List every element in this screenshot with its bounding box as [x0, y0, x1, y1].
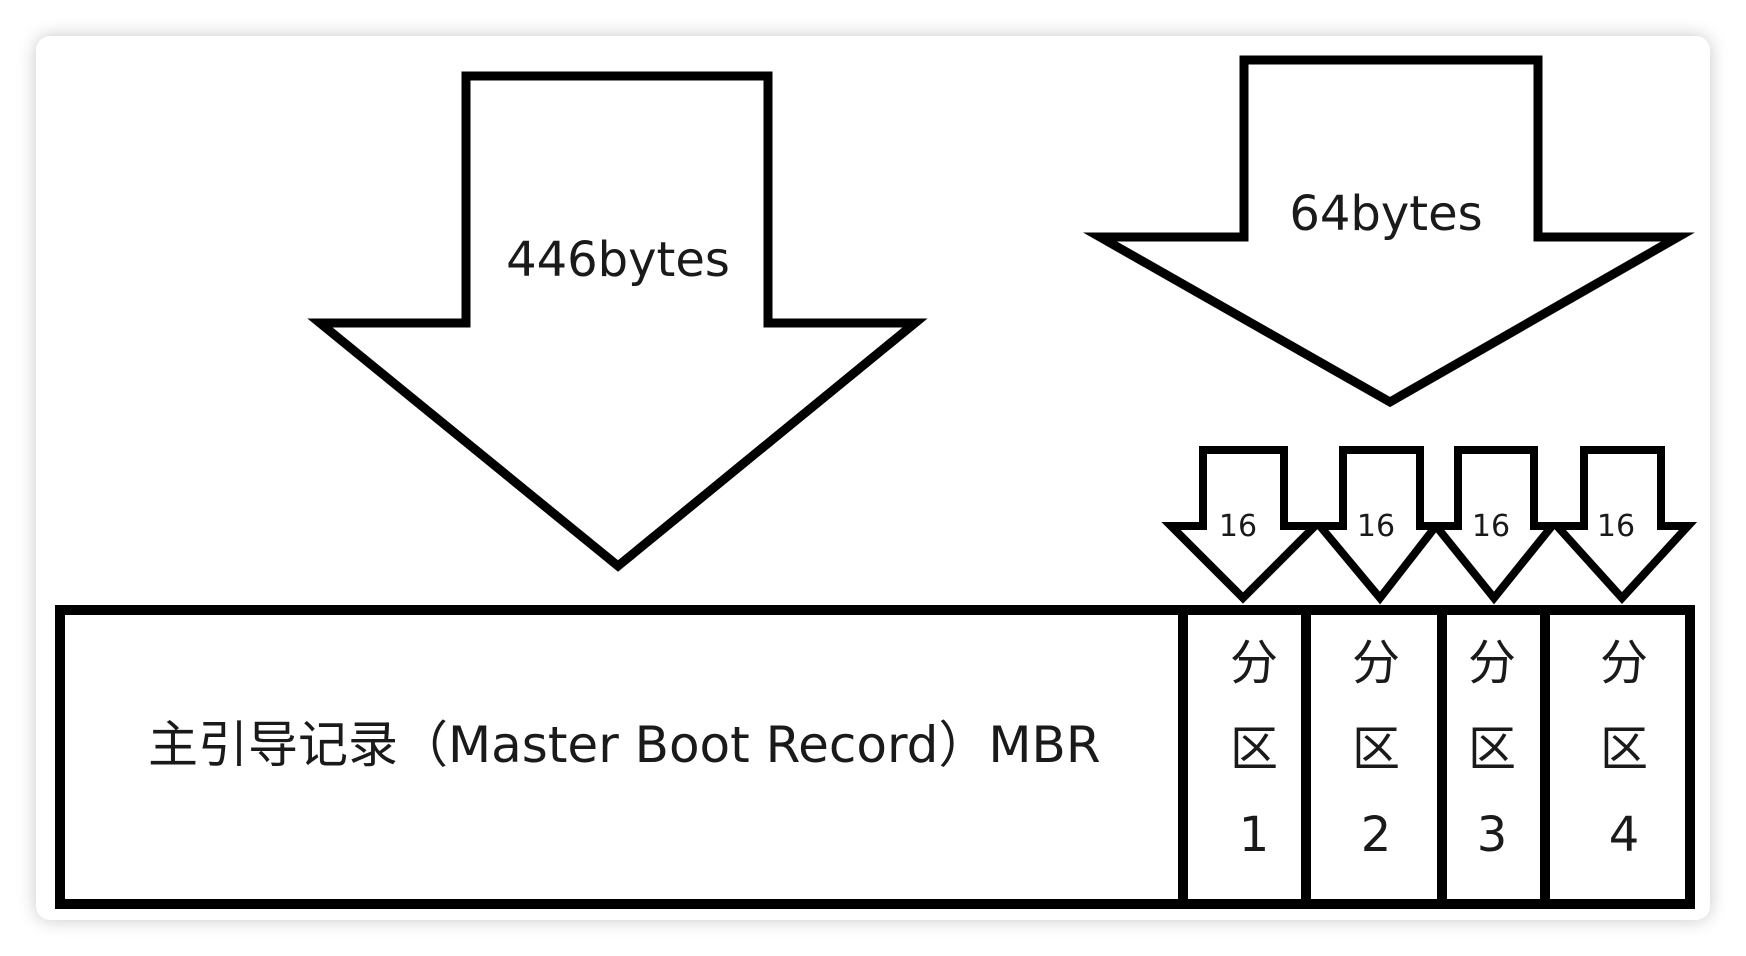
partition-2-char2: 区 [1352, 721, 1401, 777]
small-arrow-3-label: 16 [1472, 509, 1510, 544]
partition-2-number: 2 [1360, 807, 1392, 863]
partition-1-char2: 区 [1230, 721, 1279, 777]
small-arrow-2-label: 16 [1357, 509, 1395, 544]
partition-4-number: 4 [1608, 807, 1640, 863]
partition-4-char2: 区 [1600, 721, 1649, 777]
arrow-446-shape [307, 71, 928, 572]
arrow-64-label: 64bytes [1289, 186, 1482, 242]
partition-1-number: 1 [1238, 807, 1270, 863]
partition-3-char1: 分 [1468, 635, 1517, 691]
small-arrow-4 [1548, 446, 1698, 604]
small-arrow-2 [1311, 446, 1445, 605]
partition-3-number: 3 [1476, 807, 1508, 863]
arrow-446-label: 446bytes [506, 232, 730, 288]
small-arrow-4-label: 16 [1597, 509, 1635, 544]
mbr-bar [55, 605, 1695, 909]
partition-4: 分 区 4 [1600, 620, 1648, 870]
partition-2-char1: 分 [1352, 635, 1401, 691]
small-arrow-3 [1427, 446, 1561, 605]
partition-3-char2: 区 [1468, 721, 1517, 777]
small-arrow-1-label: 16 [1219, 509, 1257, 544]
arrow-64-shape [1082, 55, 1695, 408]
mbr-label: 主引导记录（Master Boot Record）MBR [148, 716, 1101, 774]
partition-4-char1: 分 [1600, 635, 1649, 691]
small-arrow-1 [1161, 446, 1325, 604]
partition-2: 分 区 2 [1352, 620, 1400, 870]
partition-1-char1: 分 [1230, 635, 1279, 691]
partition-3: 分 区 3 [1468, 620, 1516, 870]
partition-1: 分 区 1 [1230, 620, 1278, 870]
